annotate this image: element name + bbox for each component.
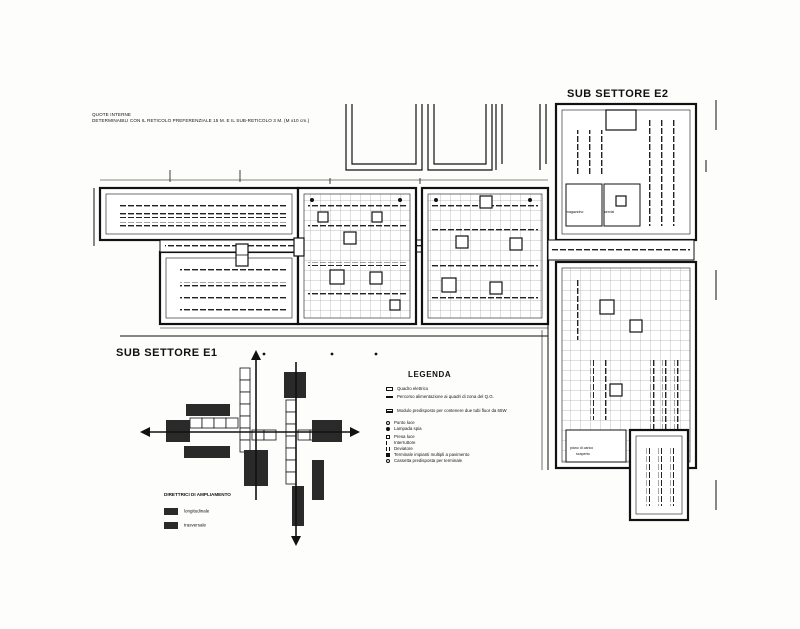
dimension-note-line1: QUOTE INTERNE (92, 112, 132, 117)
room-label-e2-2: servizi (604, 210, 615, 214)
legend-item: Presa luce (386, 434, 415, 439)
light-point-icon (386, 420, 390, 425)
sector-e2-title: SUB SETTORE E2 (567, 88, 669, 100)
sector-e1-title: SUB SETTORE E1 (116, 347, 218, 359)
legend-item: Quadro elettrico (386, 386, 428, 391)
socket-icon (386, 434, 390, 439)
legend-item: Cassetta predisposta per terminale (386, 458, 462, 463)
fluor-module-icon (386, 408, 393, 413)
switch-icon (386, 440, 390, 445)
legend-item: Percorso alimentazione ai quadri di zona… (386, 394, 494, 399)
line-icon (386, 395, 393, 398)
growth-legend-item: longitudinale (164, 508, 209, 515)
legend-item: Deviatore (386, 446, 413, 451)
legend-title: LEGENDA (408, 370, 452, 379)
diverter-icon (386, 446, 390, 451)
wing-e2 (541, 100, 717, 522)
legend-item: Lampada spia (386, 426, 422, 431)
floor-terminal-icon (386, 452, 390, 457)
signal-lamp-icon (386, 426, 390, 431)
room-label-deposit: piano di carico (570, 446, 594, 450)
panel-icon (386, 386, 393, 391)
wing-e1 (93, 170, 553, 337)
dimension-note-line2: DETERMINABILI CON IL RETICOLO PREFERENZI… (92, 118, 310, 123)
longitudinal-swatch (164, 508, 178, 515)
room-label-deposit2: scaperto (576, 452, 590, 456)
growth-legend-title: DIRETTRICI DI AMPLIAMENTO (164, 492, 231, 497)
legend-item: Interruttore (386, 440, 415, 445)
legend-item: Modulo predisposto per contenere due tub… (386, 408, 507, 413)
room-label-e2-1: magazzino (566, 210, 584, 214)
growth-legend-item: trasversale (164, 522, 206, 529)
junction-box-icon (386, 458, 390, 463)
legend-item: Terminale impianti multipli a pavimento (386, 452, 469, 457)
legend-item: Punto luce (386, 420, 415, 425)
growth-diagram (140, 350, 360, 546)
upper-courtyard (345, 104, 547, 171)
transverse-swatch (164, 522, 178, 529)
dimension-note: QUOTE INTERNE DETERMINABILI CON IL RETIC… (92, 112, 309, 124)
